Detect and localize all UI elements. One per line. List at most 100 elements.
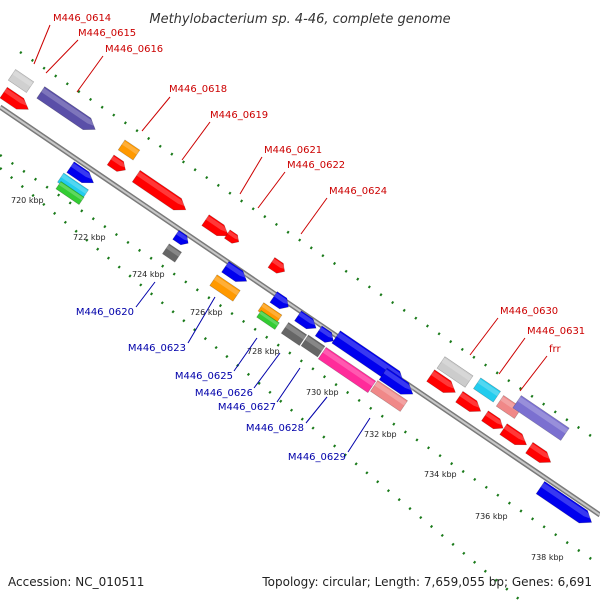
- gene-label-m446-0614[interactable]: M446_0614: [53, 13, 111, 24]
- gene-highlight: [517, 396, 569, 434]
- gene-highlight: [441, 357, 473, 381]
- gene-arrow-m446-0620[interactable]: [535, 480, 596, 528]
- gene-highlight: [259, 311, 279, 326]
- gene-arrow-m446-0614[interactable]: [7, 69, 35, 93]
- leader-line: [347, 417, 371, 453]
- gene-highlight: [60, 173, 88, 194]
- gene-arrow-m446-0631[interactable]: [473, 377, 501, 403]
- gene-label-m446-0625[interactable]: M446_0625: [175, 371, 233, 382]
- gene-arrow-m446-0619[interactable]: [131, 169, 189, 215]
- topology-text: Topology: circular; Length: 7,659,055 bp…: [261, 575, 592, 589]
- gene-arrow-m446-0620[interactable]: [378, 367, 417, 400]
- gene-highlight: [12, 70, 34, 87]
- gene-highlight: [503, 424, 529, 443]
- gene-highlight: [285, 323, 307, 340]
- gene-highlight: [540, 482, 594, 520]
- gene-arrow-m446-0625[interactable]: [55, 180, 85, 206]
- kbp-tick-label: 722 kbp: [73, 233, 106, 242]
- gene-label-m446-0629[interactable]: M446_0629: [288, 452, 346, 463]
- gene-arrow-m446-0615[interactable]: [525, 441, 555, 467]
- gene-highlight: [166, 244, 181, 257]
- gene-label-m446-0619[interactable]: M446_0619: [210, 110, 268, 121]
- gene-highlight: [121, 140, 140, 155]
- gene-highlight: [225, 262, 249, 279]
- gene-arrow-m446-0618[interactable]: [117, 139, 141, 161]
- leader-line: [239, 156, 263, 195]
- gene-arrow-m446-0629[interactable]: [370, 380, 408, 412]
- kbp-tick-label: 720 kbp: [11, 196, 44, 205]
- leader-line: [45, 39, 79, 74]
- gene-arrow-m446-0620[interactable]: [314, 325, 337, 346]
- gene-arrow-m446-0623[interactable]: [209, 274, 241, 302]
- gene-arrow-m446-0626[interactable]: [280, 322, 308, 346]
- gene-label-m446-0621[interactable]: M446_0621: [264, 145, 322, 156]
- gene-arrow-m446-0615[interactable]: [426, 369, 460, 398]
- kbp-tick-label: 728 kbp: [247, 347, 280, 356]
- gene-arrow-m446-0626[interactable]: [162, 243, 182, 263]
- genome-backbone: [0, 104, 600, 518]
- gene-arrow-m446-0620[interactable]: [294, 310, 320, 333]
- leader-line: [300, 197, 328, 235]
- kbp-tick-label: 734 kbp: [424, 470, 457, 479]
- gene-highlight: [110, 155, 127, 168]
- gene-arrow-m446-0626[interactable]: [300, 334, 326, 358]
- gene-highlight: [3, 88, 31, 108]
- dotted-track-1: [19, 50, 600, 444]
- gene-highlight: [485, 411, 505, 426]
- gene-label-m446-0628[interactable]: M446_0628: [246, 423, 304, 434]
- gene-highlight: [136, 171, 188, 208]
- gene-track: [0, 69, 596, 528]
- gene-label-m446-0620[interactable]: M446_0620: [76, 307, 134, 318]
- gene-arrow-m446-0622[interactable]: [223, 229, 241, 246]
- kbp-tick-label: 732 kbp: [364, 430, 397, 439]
- gene-highlight: [318, 326, 335, 339]
- track-guides: [0, 50, 600, 600]
- gene-label-m446-0623[interactable]: M446_0623: [128, 343, 186, 354]
- gene-arrow-m446-0624[interactable]: [267, 257, 288, 277]
- leader-line: [519, 355, 548, 392]
- gene-label-m446-0622[interactable]: M446_0622: [287, 160, 345, 171]
- genome-title: Methylobacterium sp. 4-46, complete geno…: [149, 12, 450, 27]
- gene-arrow-m446-0625[interactable]: [256, 310, 280, 330]
- gene-label-m446-0631[interactable]: M446_0631: [527, 326, 585, 337]
- gene-highlight: [271, 258, 287, 270]
- gene-arrow-m446-0629[interactable]: [436, 356, 474, 388]
- gene-arrow-m446-0621[interactable]: [201, 214, 232, 241]
- gene-arrow-m446-0620[interactable]: [172, 229, 192, 248]
- gene-highlight: [273, 292, 291, 305]
- gene-highlight: [322, 348, 375, 387]
- gene-label-m446-0627[interactable]: M446_0627: [218, 402, 276, 413]
- gene-highlight: [430, 370, 458, 390]
- gene-arrow-m446-0615[interactable]: [455, 390, 485, 416]
- gene-arrow-m446-0620[interactable]: [269, 291, 292, 313]
- gene-highlight: [176, 231, 190, 242]
- gene-highlight: [336, 331, 406, 381]
- gene-arrow-m446-0615[interactable]: [481, 410, 507, 433]
- kbp-tick-label: 736 kbp: [475, 512, 508, 521]
- kbp-tick-label: 724 kbp: [132, 270, 165, 279]
- gene-label-m446-0616[interactable]: M446_0616: [105, 44, 163, 55]
- dotted-track-2: [0, 153, 600, 567]
- gene-arrow-m446-0615[interactable]: [0, 86, 32, 115]
- gene-arrow-m446-0616[interactable]: [36, 86, 99, 136]
- gene-arrow-m446-0620[interactable]: [221, 260, 251, 286]
- gene-label-frr[interactable]: frr: [549, 344, 561, 355]
- gene-arrow-m446-0616[interactable]: [512, 395, 570, 441]
- gene-highlight: [205, 215, 231, 234]
- gene-arrow-m446-0628[interactable]: [317, 346, 377, 394]
- gene-label-m446-0618[interactable]: M446_0618: [169, 84, 227, 95]
- gene-arrow-m446-0615[interactable]: [499, 423, 530, 450]
- gene-label-m446-0630[interactable]: M446_0630: [500, 306, 558, 317]
- leader-line: [253, 352, 281, 389]
- gene-label-m446-0624[interactable]: M446_0624: [329, 186, 387, 197]
- gene-arrow-m446-0620[interactable]: [66, 161, 97, 188]
- gene-highlight: [529, 443, 553, 460]
- gene-label-m446-0626[interactable]: M446_0626: [195, 388, 253, 399]
- gene-label-m446-0615[interactable]: M446_0615: [78, 28, 136, 39]
- gene-highlight: [261, 303, 282, 319]
- gene-arrow-m446-0619[interactable]: [106, 154, 129, 175]
- leader-line: [469, 317, 499, 356]
- leader-line: [276, 367, 301, 403]
- leader-line: [141, 96, 171, 132]
